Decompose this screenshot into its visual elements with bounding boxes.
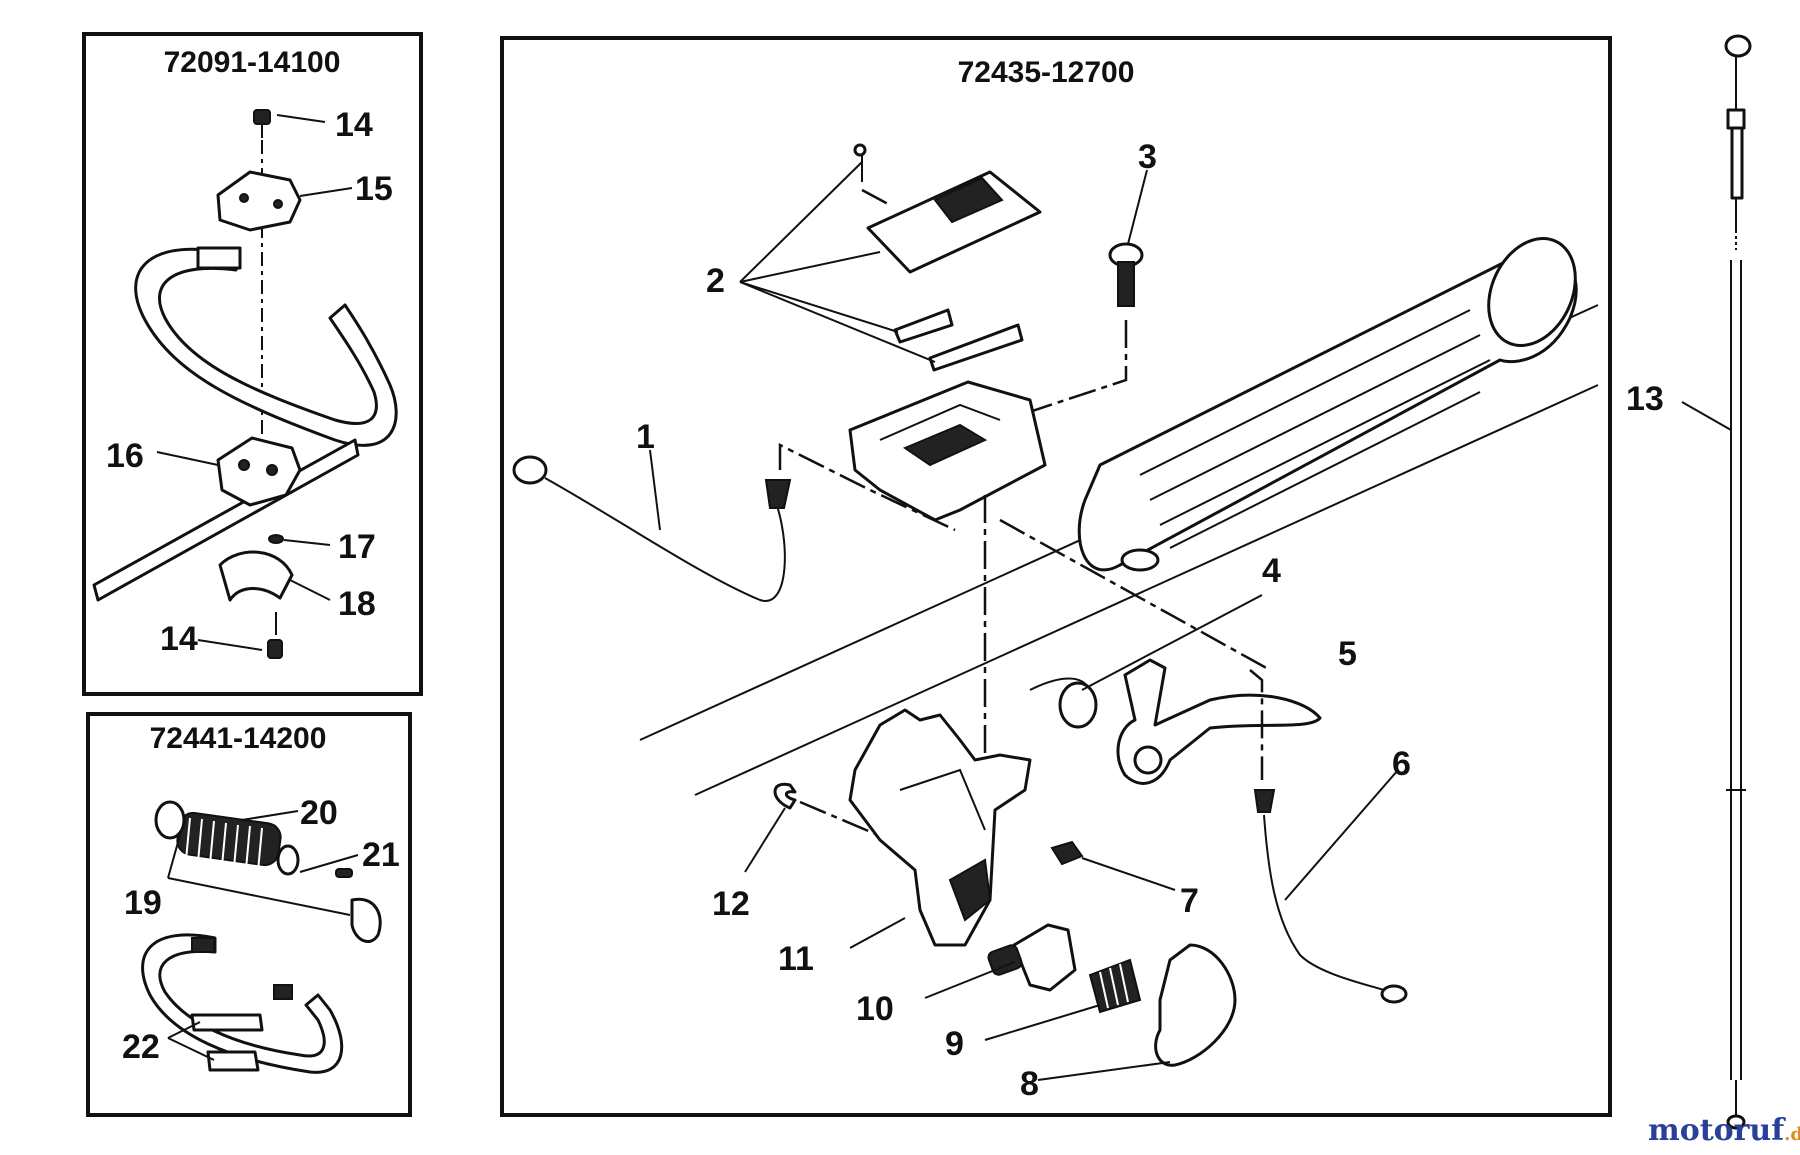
kit-box-top-left — [82, 32, 423, 696]
callout-22: 22 — [122, 1028, 160, 1066]
callout-1: 1 — [636, 418, 655, 456]
callout-19: 19 — [124, 884, 162, 922]
callout-7: 7 — [1180, 882, 1199, 920]
callout-4: 4 — [1262, 552, 1281, 590]
callout-14-bottom: 14 — [160, 620, 198, 658]
callout-11: 11 — [778, 940, 814, 978]
watermark-main: motoruf — [1648, 1113, 1786, 1148]
drive-cable-part — [1724, 34, 1752, 1130]
kit-box-main — [500, 36, 1612, 1117]
kit-box-bottom-left — [86, 712, 412, 1117]
callout-2: 2 — [706, 262, 725, 300]
kit-title-top-left: 72091-14100 — [164, 46, 341, 79]
callout-13: 13 — [1626, 380, 1664, 418]
callout-6: 6 — [1392, 745, 1411, 783]
callout-21: 21 — [362, 836, 400, 874]
callout-9: 9 — [945, 1025, 964, 1063]
callout-16: 16 — [106, 437, 144, 475]
watermark-suffix: .de — [1784, 1124, 1800, 1145]
callout-10: 10 — [856, 990, 894, 1028]
callout-8: 8 — [1020, 1065, 1039, 1103]
callout-15: 15 — [355, 170, 393, 208]
callout-3: 3 — [1138, 138, 1157, 176]
callout-12: 12 — [712, 885, 750, 923]
callout-18: 18 — [338, 585, 376, 623]
loop-handle-assembly — [92, 109, 398, 659]
callout-17: 17 — [338, 528, 376, 566]
kit-title-main: 72435-12700 — [958, 56, 1135, 89]
kit-title-bottom-left: 72441-14200 — [150, 722, 327, 755]
throttle-handle-assembly — [512, 143, 1599, 1067]
callout-5: 5 — [1338, 635, 1357, 673]
callout-14-top: 14 — [335, 106, 373, 144]
watermark: motoruf.de — [1648, 1113, 1800, 1148]
callout-20: 20 — [300, 794, 338, 832]
